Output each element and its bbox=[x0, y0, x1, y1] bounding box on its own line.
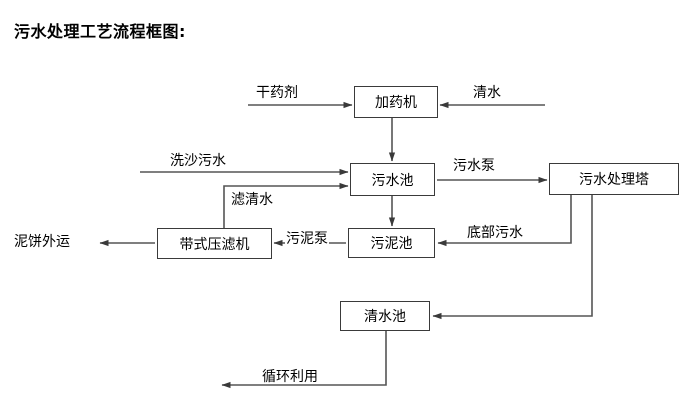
edge-label-bottom-sewage: 底部污水 bbox=[466, 222, 524, 242]
node-dosing-machine[interactable]: 加药机 bbox=[354, 86, 438, 118]
edge-label-dry-chemical: 干药剂 bbox=[256, 85, 298, 101]
edge-label-sewage-pump: 污水泵 bbox=[453, 158, 495, 174]
edge-label-filtrate-water: 滤清水 bbox=[231, 192, 273, 208]
edge-label-recycle-use: 循环利用 bbox=[262, 369, 318, 385]
page-title: 污水处理工艺流程框图: bbox=[14, 22, 186, 41]
edge-label-sand-wash: 洗沙污水 bbox=[170, 153, 226, 169]
node-treatment-tower[interactable]: 污水处理塔 bbox=[549, 163, 679, 195]
wire-filtrate-return bbox=[223, 182, 349, 228]
node-clear-pool[interactable]: 清水池 bbox=[340, 301, 430, 331]
node-sewage-pool[interactable]: 污水池 bbox=[350, 163, 435, 196]
wire-recycle-use bbox=[221, 331, 387, 389]
node-sludge-pool[interactable]: 污泥池 bbox=[348, 228, 435, 258]
wire-tower-to-clear bbox=[432, 195, 593, 320]
node-belt-filter[interactable]: 带式压滤机 bbox=[157, 228, 272, 259]
edge-label-mud-cake-out: 泥饼外运 bbox=[14, 234, 70, 250]
edge-label-sludge-pump: 污泥泵 bbox=[285, 228, 329, 248]
edge-label-clean-water: 清水 bbox=[473, 85, 501, 101]
wire-bottom-sewage bbox=[437, 195, 572, 247]
